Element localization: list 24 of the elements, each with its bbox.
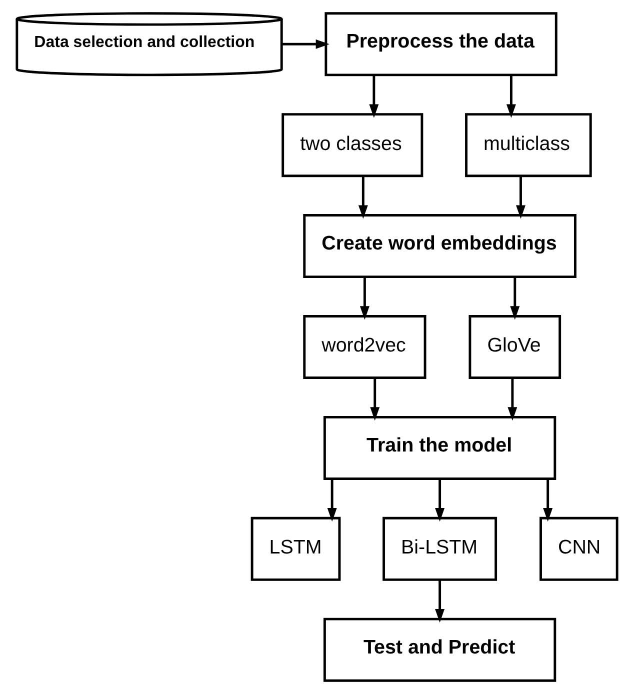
node-box: LSTM: [250, 516, 340, 581]
arrow: [506, 75, 516, 118]
arrow: [434, 580, 444, 623]
arrow: [434, 478, 444, 522]
arrow: [507, 378, 517, 421]
node-box: Train the model: [322, 416, 556, 480]
node-box: multiclass: [464, 113, 592, 178]
arrow: [359, 276, 369, 320]
arrow: [542, 478, 552, 522]
arrow: [358, 176, 368, 219]
node-box: two classes: [281, 113, 423, 178]
arrow: [370, 378, 380, 421]
node-box: Create word embeddings: [302, 214, 576, 278]
node-box: Bi-LSTM: [382, 516, 497, 581]
node-box: CNN: [539, 516, 618, 581]
arrow: [510, 276, 520, 320]
node-box: Test and Predict: [322, 618, 556, 682]
node-box: word2vec: [302, 315, 426, 379]
node-box: GloVe: [468, 315, 561, 379]
arrow: [281, 39, 329, 49]
arrow: [326, 478, 336, 522]
arrow: [516, 176, 525, 219]
arrow: [368, 75, 378, 118]
node-box: Preprocess the data: [324, 12, 557, 76]
